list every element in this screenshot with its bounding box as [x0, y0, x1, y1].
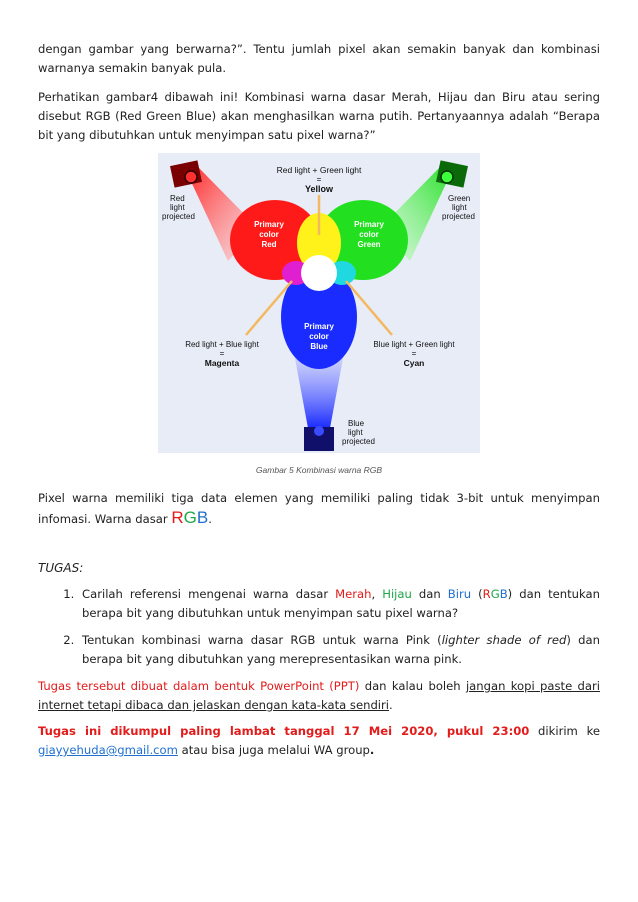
primary-green-label: Primary — [354, 220, 384, 229]
paragraph-pixel: Pixel warna memiliki tiga data elemen ya… — [38, 491, 600, 527]
svg-text:projected: projected — [442, 212, 475, 221]
email-link[interactable]: giayyehuda@gmail.com — [38, 743, 178, 757]
svg-text:Blue: Blue — [310, 342, 328, 351]
task-list: Carilah referensi mengenai warna dasar M… — [38, 585, 600, 669]
svg-text:=: = — [412, 349, 417, 358]
paragraph-rgb-question: Perhatikan gambar4 dibawah ini! Kombinas… — [38, 90, 600, 142]
red-projected-label: Red — [170, 194, 185, 203]
blue-projector-icon — [304, 426, 334, 451]
rgb-figure: Red light + Green light = Yellow Red lig… — [158, 153, 480, 453]
magenta-arrow — [245, 280, 293, 336]
note-ppt: Tugas tersebut dibuat dalam bentuk Power… — [38, 679, 600, 712]
yellow-label: Yellow — [305, 184, 334, 194]
green-projected-label: Green — [448, 194, 470, 203]
svg-text:light: light — [170, 203, 185, 212]
task-item-1: Carilah referensi mengenai warna dasar M… — [78, 585, 600, 623]
svg-text:Green: Green — [357, 240, 380, 249]
tugas-heading: TUGAS: — [38, 561, 84, 575]
svg-text:projected: projected — [162, 212, 195, 221]
red-projector-icon — [170, 160, 202, 188]
blue-projected-label: Blue — [348, 419, 365, 428]
svg-text:Red: Red — [261, 240, 276, 249]
svg-text:projected: projected — [342, 437, 375, 446]
red-circle — [230, 200, 320, 280]
cyan-label: Cyan — [404, 358, 425, 368]
note-deadline: Tugas ini dikumpul paling lambat tanggal… — [38, 724, 600, 757]
rgb-diagram: Red light + Green light = Yellow Red lig… — [158, 153, 480, 453]
cyan-arrow — [345, 280, 393, 336]
svg-text:color: color — [359, 230, 379, 239]
document-page: dengan gambar yang berwarna?”. Tentu jum… — [38, 40, 600, 760]
paragraph-intro: dengan gambar yang berwarna?”. Tentu jum… — [38, 42, 600, 75]
rgb-text: RGB — [171, 508, 209, 527]
cyan-combo-label: Blue light + Green light — [373, 340, 455, 349]
task-item-2: Tentukan kombinasi warna dasar RGB untuk… — [78, 631, 600, 669]
svg-text:color: color — [259, 230, 279, 239]
svg-text:light: light — [452, 203, 467, 212]
top-label: Red light + Green light — [277, 165, 362, 175]
white-center — [301, 255, 337, 291]
green-projector-icon — [436, 160, 468, 188]
blue-beam — [294, 353, 344, 428]
svg-text:=: = — [317, 175, 322, 184]
figure-caption: Gambar 5 Kombinasi warna RGB — [255, 465, 383, 475]
primary-red-label: Primary — [254, 220, 284, 229]
green-circle — [318, 200, 408, 280]
svg-text:light: light — [348, 428, 363, 437]
magenta-combo-label: Red light + Blue light — [185, 340, 259, 349]
svg-text:color: color — [309, 332, 329, 341]
primary-blue-label: Primary — [304, 322, 334, 331]
yellow-overlap — [297, 213, 341, 273]
blue-circle — [281, 265, 357, 369]
svg-text:=: = — [220, 349, 225, 358]
magenta-label: Magenta — [205, 358, 240, 368]
